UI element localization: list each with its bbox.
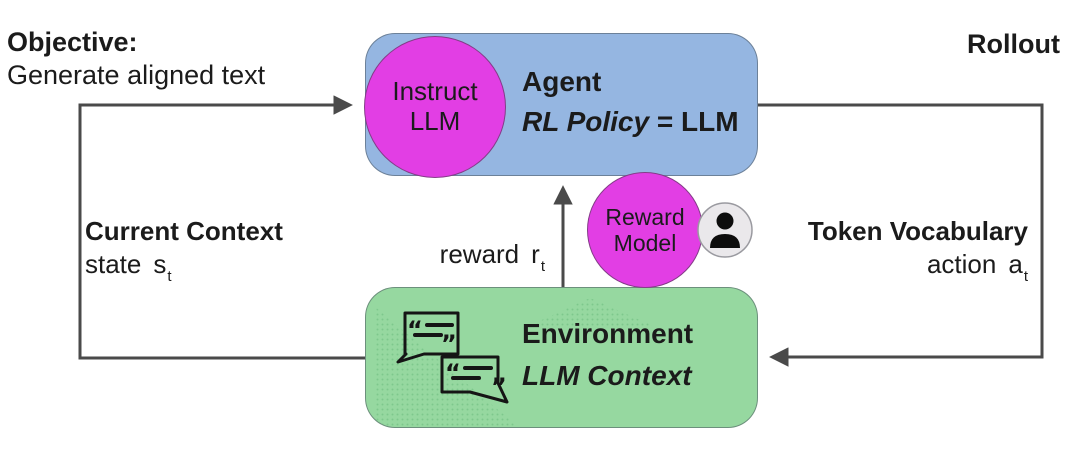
- objective-subtitle: Generate aligned text: [7, 60, 266, 90]
- agent-policy-rest: = LLM: [649, 106, 739, 137]
- agent-subtitle: RL Policy = LLM: [522, 106, 739, 138]
- objective-title: Objective:: [7, 27, 138, 57]
- environment-watermark: [374, 298, 658, 427]
- rollout-label: Rollout: [967, 29, 1060, 59]
- token-vocabulary-label: Token Vocabulary: [807, 216, 1028, 246]
- agent-title: Agent: [522, 66, 602, 97]
- environment-title: Environment: [522, 318, 694, 349]
- environment-box: [365, 287, 758, 428]
- current-context-label: Current Context: [85, 216, 283, 246]
- agent-policy-italic: RL Policy: [522, 106, 650, 137]
- watermark-triangle-top: [524, 298, 658, 328]
- environment-subtitle: LLM Context: [522, 360, 692, 391]
- watermark-triangle-left: [374, 306, 519, 427]
